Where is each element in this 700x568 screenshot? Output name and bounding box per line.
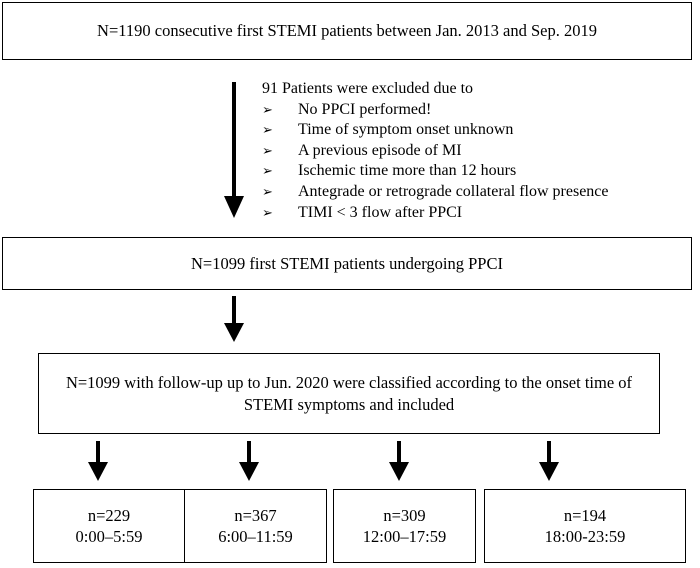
outcome-box-group-4: n=194 18:00-23:59	[484, 489, 686, 563]
arrow-down-icon	[88, 441, 108, 481]
arrow-bullet-icon: ➢	[262, 183, 273, 199]
exclusion-item: ➢No PPCI performed!	[262, 100, 609, 121]
outcome-box-group-3: n=309 12:00–17:59	[333, 489, 476, 563]
middle-box: N=1099 first STEMI patients undergoing P…	[2, 237, 692, 290]
arrow-bullet-icon: ➢	[262, 122, 273, 138]
middle-box-text: N=1099 first STEMI patients undergoing P…	[191, 253, 503, 273]
arrow-bullet-icon: ➢	[262, 204, 273, 220]
exclusion-item: ➢Time of symptom onset unknown	[262, 120, 609, 141]
top-box: N=1190 consecutive first STEMI patients …	[2, 2, 692, 60]
group-time-range: 12:00–17:59	[362, 527, 447, 546]
group-count: n=309	[383, 505, 426, 525]
exclusion-criteria: 91 Patients were excluded due to ➢No PPC…	[262, 79, 609, 223]
outcome-box-group-1: n=229 0:00–5:59	[33, 489, 185, 563]
exclusion-item: ➢TIMI < 3 flow after PPCI	[262, 203, 609, 224]
arrow-bullet-icon: ➢	[262, 142, 273, 158]
outcome-box-group-2: n=367 6:00–11:59	[184, 489, 327, 563]
arrow-down-icon	[539, 441, 559, 481]
classification-box-text: N=1099 with follow-up up to Jun. 2020 we…	[65, 373, 633, 414]
arrow-down-icon	[224, 82, 244, 218]
group-time-range: 0:00–5:59	[75, 527, 143, 546]
arrow-bullet-icon: ➢	[262, 163, 273, 179]
exclusion-title: 91 Patients were excluded due to	[262, 80, 474, 97]
classification-box: N=1099 with follow-up up to Jun. 2020 we…	[38, 353, 660, 434]
group-count: n=194	[563, 505, 607, 525]
arrow-down-icon	[389, 441, 409, 481]
exclusion-item: ➢Ischemic time more than 12 hours	[262, 161, 609, 182]
exclusion-item: ➢Antegrade or retrograde collateral flow…	[262, 182, 609, 203]
arrow-down-icon	[239, 441, 259, 481]
exclusion-list: ➢No PPCI performed! ➢Time of symptom ons…	[262, 100, 609, 224]
group-time-range: 18:00-23:59	[544, 527, 626, 546]
group-count: n=229	[87, 505, 131, 525]
group-count: n=367	[234, 505, 277, 525]
arrow-bullet-icon: ➢	[262, 101, 273, 117]
exclusion-item: ➢A previous episode of MI	[262, 141, 609, 162]
group-time-range: 6:00–11:59	[218, 527, 293, 546]
arrow-down-icon	[224, 296, 244, 342]
top-box-text: N=1190 consecutive first STEMI patients …	[97, 21, 597, 41]
